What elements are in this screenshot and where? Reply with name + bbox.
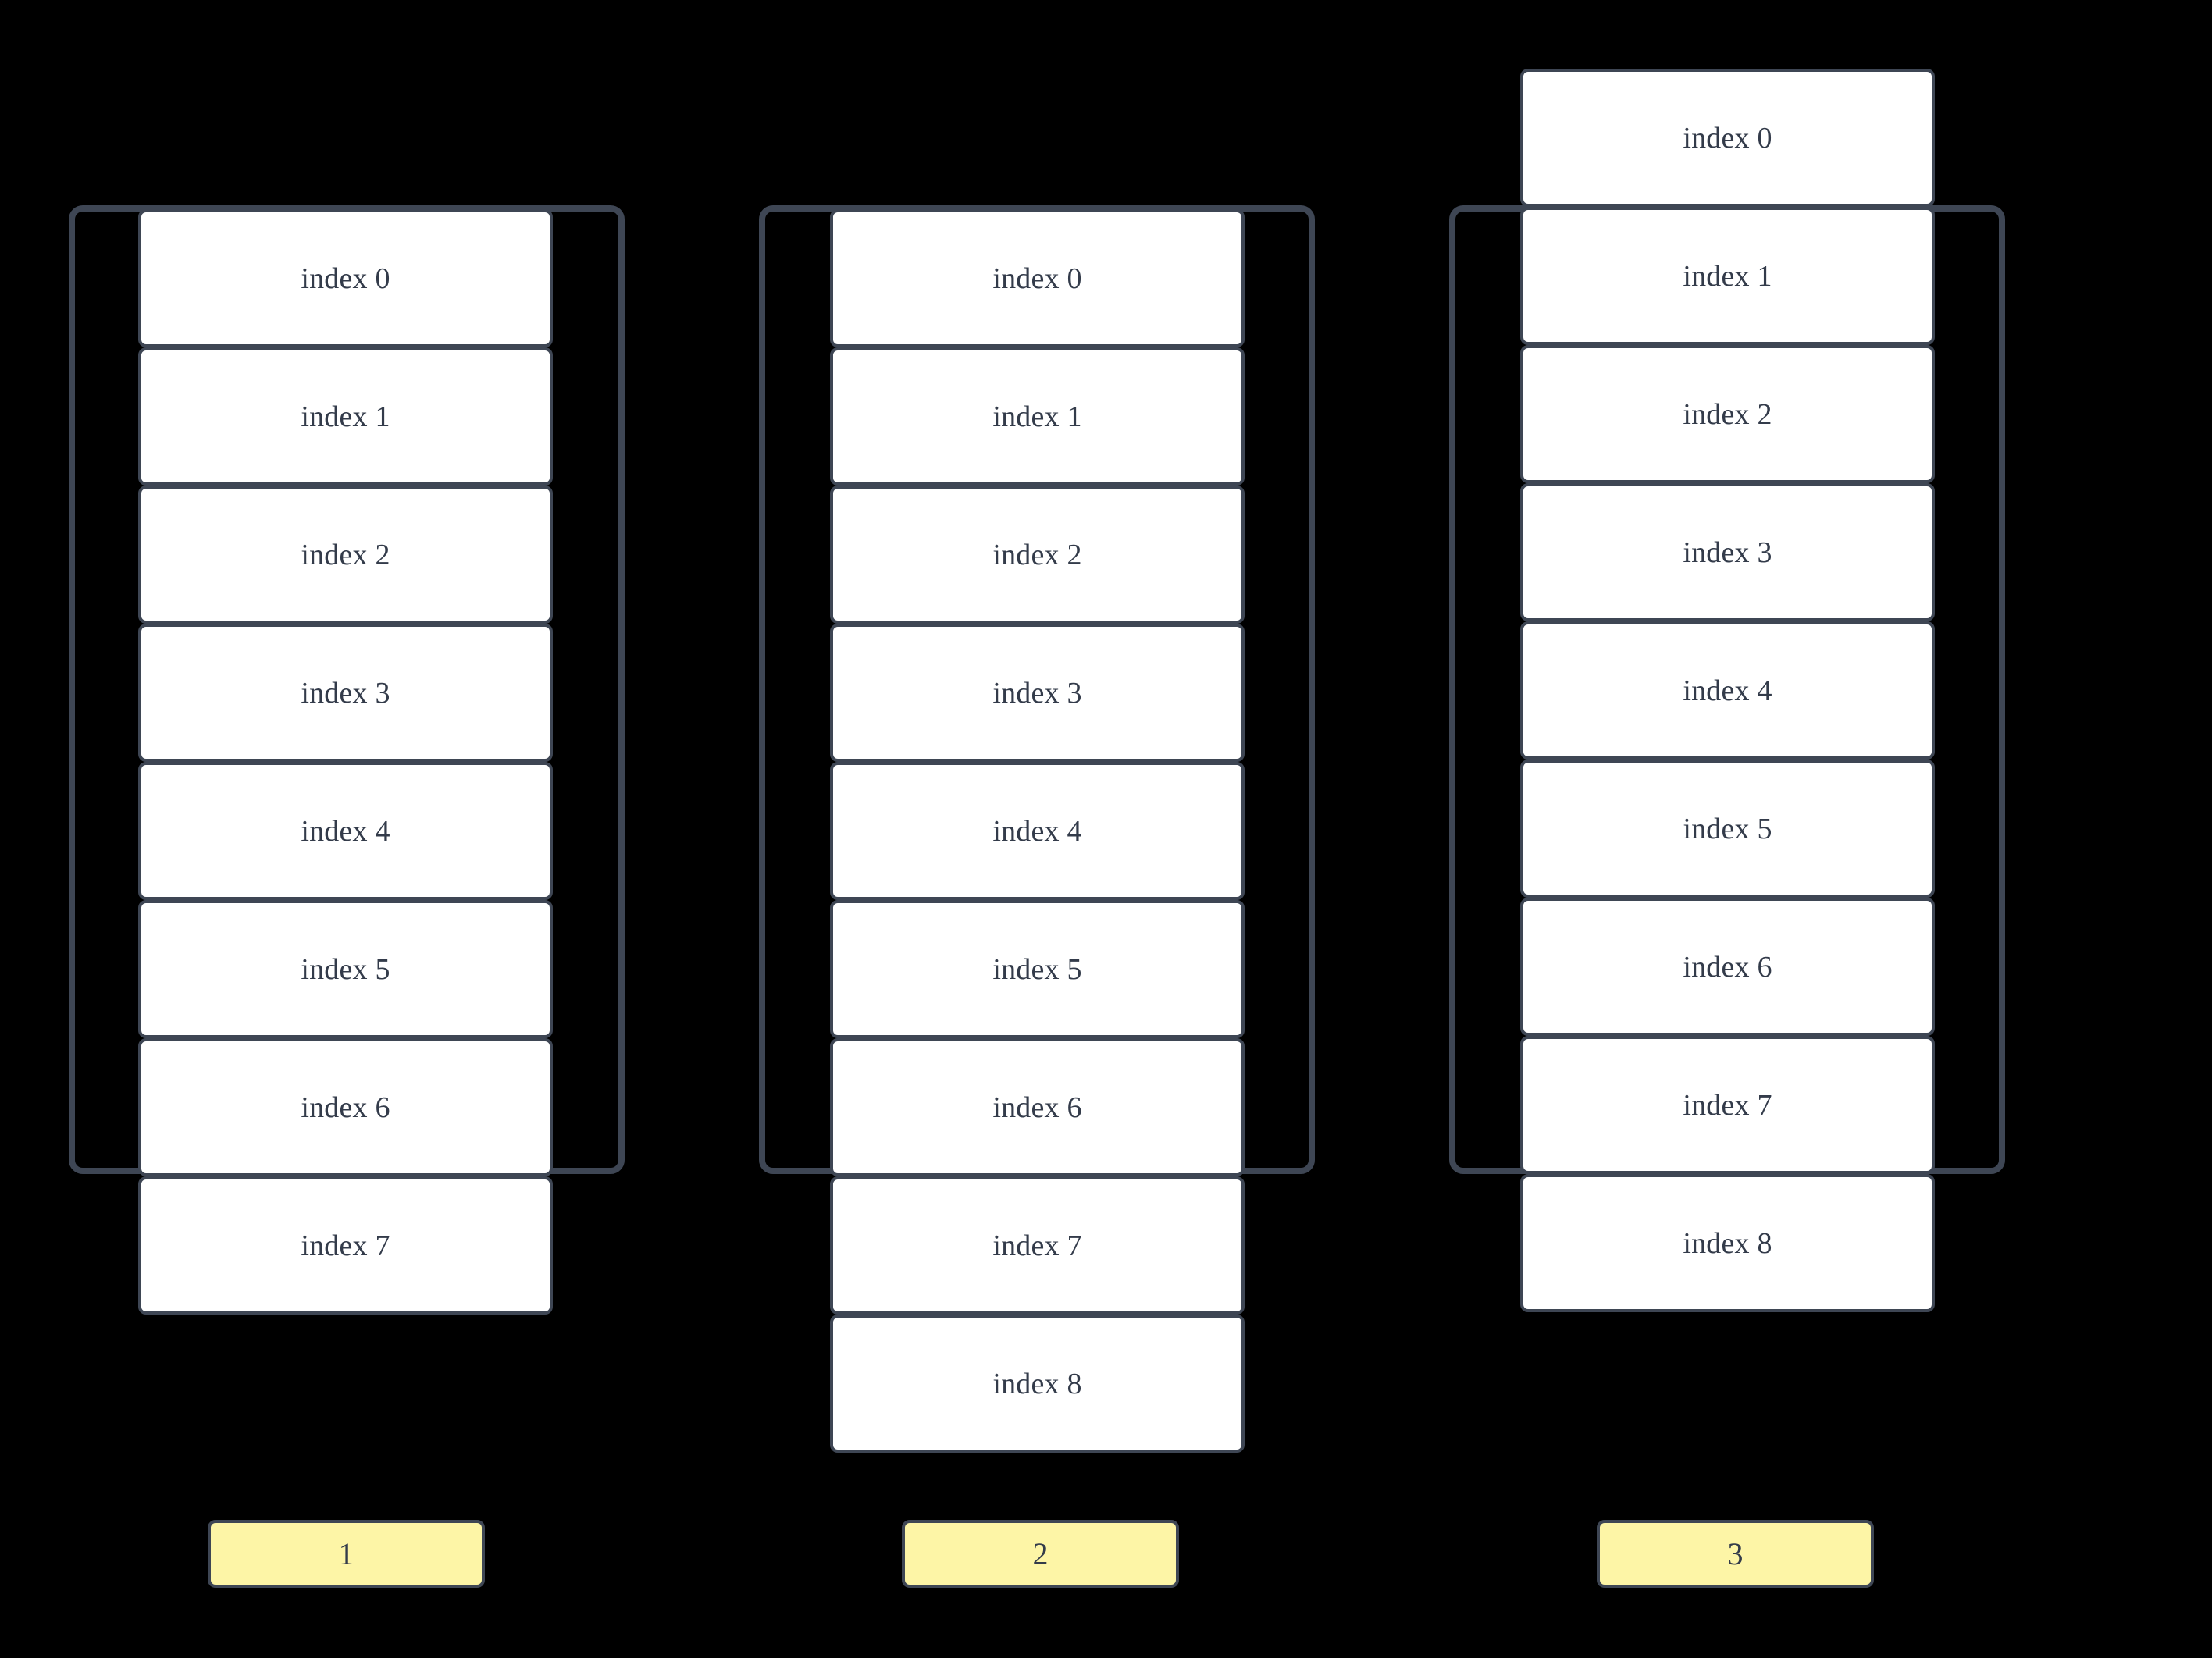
list-item-label: index 8 bbox=[992, 1367, 1082, 1400]
list-item[interactable]: index 6 bbox=[830, 1038, 1245, 1176]
step-badge-1[interactable]: 1 bbox=[208, 1520, 485, 1588]
list-item[interactable]: index 4 bbox=[830, 762, 1245, 900]
list-item-label: index 6 bbox=[992, 1091, 1082, 1124]
list-item[interactable]: index 6 bbox=[138, 1038, 553, 1176]
list-item[interactable]: index 3 bbox=[1520, 483, 1935, 621]
list-item-label: index 4 bbox=[301, 814, 390, 848]
list-item-label: index 6 bbox=[1683, 950, 1772, 984]
list-item-label: index 7 bbox=[1683, 1088, 1772, 1122]
list-item-label: index 1 bbox=[301, 400, 390, 433]
list-item[interactable]: index 7 bbox=[830, 1176, 1245, 1315]
list-item[interactable]: index 8 bbox=[1520, 1174, 1935, 1312]
list-item[interactable]: index 3 bbox=[138, 624, 553, 762]
list-item[interactable]: index 1 bbox=[1520, 207, 1935, 345]
list-item-label: index 1 bbox=[992, 400, 1082, 433]
list-item-label: index 6 bbox=[301, 1091, 390, 1124]
list-item[interactable]: index 2 bbox=[830, 486, 1245, 624]
list-item[interactable]: index 1 bbox=[830, 347, 1245, 486]
list-item-label: index 7 bbox=[301, 1229, 390, 1262]
list-item[interactable]: index 6 bbox=[1520, 898, 1935, 1036]
step-badge-2[interactable]: 2 bbox=[902, 1520, 1179, 1588]
list-item[interactable]: index 7 bbox=[1520, 1036, 1935, 1174]
list-item-label: index 3 bbox=[1683, 535, 1772, 569]
list-item-label: index 5 bbox=[301, 952, 390, 986]
list-item[interactable]: index 4 bbox=[138, 762, 553, 900]
list-item[interactable]: index 3 bbox=[830, 624, 1245, 762]
list-item[interactable]: index 0 bbox=[1520, 69, 1935, 207]
list-item-label: index 3 bbox=[301, 676, 390, 710]
list-item-label: index 4 bbox=[1683, 674, 1772, 707]
list-item[interactable]: index 5 bbox=[1520, 760, 1935, 898]
list-item-label: index 3 bbox=[992, 676, 1082, 710]
list-item[interactable]: index 2 bbox=[138, 486, 553, 624]
list-item-label: index 1 bbox=[1683, 259, 1772, 293]
step-badge-label: 2 bbox=[1032, 1535, 1049, 1571]
list-item-label: index 0 bbox=[1683, 121, 1772, 155]
list-item[interactable]: index 1 bbox=[138, 347, 553, 486]
list-item[interactable]: index 0 bbox=[138, 209, 553, 347]
list-item[interactable]: index 5 bbox=[830, 900, 1245, 1038]
list-item[interactable]: index 4 bbox=[1520, 621, 1935, 760]
list-item-label: index 0 bbox=[301, 262, 390, 295]
step-badge-3[interactable]: 3 bbox=[1597, 1520, 1874, 1588]
list-item-label: index 2 bbox=[992, 538, 1082, 571]
list-item-label: index 4 bbox=[992, 814, 1082, 848]
list-item-label: index 2 bbox=[1683, 397, 1772, 431]
list-item-label: index 5 bbox=[992, 952, 1082, 986]
list-item-label: index 8 bbox=[1683, 1226, 1772, 1260]
list-item-label: index 5 bbox=[1683, 812, 1772, 845]
step-badge-label: 3 bbox=[1727, 1535, 1744, 1571]
list-item-label: index 2 bbox=[301, 538, 390, 571]
list-item-label: index 0 bbox=[992, 262, 1082, 295]
list-item-label: index 7 bbox=[992, 1229, 1082, 1262]
list-item[interactable]: index 0 bbox=[830, 209, 1245, 347]
list-item[interactable]: index 7 bbox=[138, 1176, 553, 1315]
step-badge-label: 1 bbox=[338, 1535, 354, 1571]
list-item[interactable]: index 5 bbox=[138, 900, 553, 1038]
list-item[interactable]: index 2 bbox=[1520, 345, 1935, 483]
list-item[interactable]: index 8 bbox=[830, 1315, 1245, 1453]
